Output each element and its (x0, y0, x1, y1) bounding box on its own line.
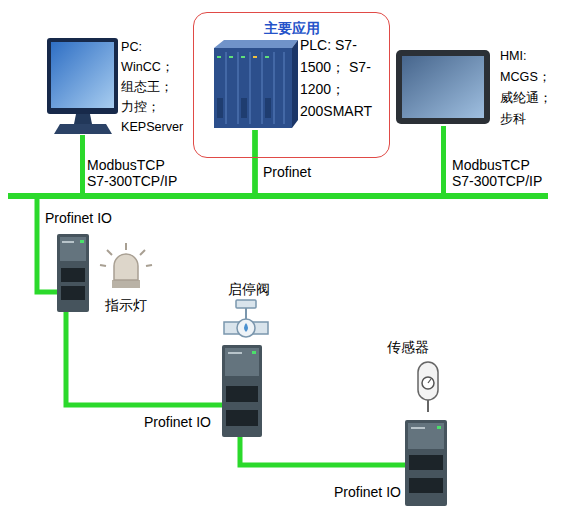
pc-monitor (47, 38, 118, 134)
valve-icon (245, 308, 247, 319)
io-module (61, 286, 85, 300)
sensor-icon (418, 362, 438, 400)
plc-cabinet (241, 98, 247, 118)
indicator-lamp (112, 280, 140, 288)
io-module (252, 351, 256, 354)
edge-label: Profinet IO (44, 210, 113, 226)
hmi-panel (396, 50, 490, 124)
io-module (225, 348, 259, 376)
edge-label: ModbusTCP S7-300TCP/IP (451, 157, 553, 189)
node-text: HMI: MCGS； 威纶通； 步科 (500, 46, 560, 130)
plc-cabinet (253, 56, 257, 58)
io-module (57, 234, 89, 312)
io-module: 指示灯 (57, 234, 89, 312)
indicator-lamp (140, 250, 145, 255)
sensor-icon (428, 379, 431, 383)
pc-monitor (74, 114, 92, 124)
io-module (57, 234, 89, 312)
indicator-lamp (100, 243, 152, 288)
io-module (409, 478, 443, 493)
io-module (411, 427, 425, 429)
io-module (222, 345, 262, 437)
edge-label: Profinet IO (333, 484, 402, 500)
io-module (80, 240, 84, 243)
indicator-lamp (114, 254, 138, 280)
indicator-lamp (100, 265, 106, 266)
valve-icon (224, 300, 268, 337)
pc-monitor (51, 42, 114, 108)
valve-icon (244, 323, 248, 332)
io-module (228, 352, 242, 354)
pc-device: PC: WinCC； 组态王； 力控； KEPServer (45, 35, 120, 135)
network-link (37, 130, 255, 292)
hmi-panel (402, 56, 484, 118)
protocol-label: Profinet (262, 164, 312, 180)
hmi-device: HMI: MCGS； 威纶通； 步科 (395, 48, 492, 126)
edge-label: ModbusTCP S7-300TCP/IP (86, 157, 188, 189)
io-module (226, 386, 258, 402)
io-module (405, 420, 447, 506)
io-module (408, 423, 444, 449)
pc-monitor (54, 124, 112, 134)
plc-cabinet (274, 52, 275, 124)
edge-label: Profinet IO (143, 414, 212, 430)
plc-cabinet (217, 98, 223, 118)
io-module (62, 241, 74, 243)
node-text: 主要应用 (194, 18, 389, 38)
plc-cabinet (292, 40, 298, 128)
io-module (60, 237, 86, 261)
io-module: 传感器 (405, 420, 447, 506)
io-module (61, 268, 85, 282)
plc-cabinet (229, 56, 233, 58)
valve-icon (237, 319, 255, 337)
pc-monitor (47, 38, 118, 114)
plc-device: PLC: S7-1500； S7-1200； 200SMART (213, 38, 297, 130)
plc-cabinet (214, 48, 292, 128)
io-module (222, 345, 262, 437)
indicator-lamp (125, 243, 127, 250)
plc-cabinet (238, 52, 239, 124)
io-module: 启停阀 (222, 345, 262, 437)
io-module (409, 455, 443, 470)
valve-icon (236, 300, 256, 308)
hmi-panel (396, 50, 490, 124)
node-text: PLC: S7-1500； S7-1200； 200SMART (300, 34, 384, 122)
group-box: 主要应用PLC: S7-1500； S7-1200； 200SMART (193, 12, 390, 158)
plc-cabinet (241, 56, 245, 58)
plc-cabinet (265, 98, 271, 118)
node-text: 启停阀 (228, 279, 270, 299)
indicator-lamp (107, 250, 112, 255)
io-module (226, 410, 258, 426)
network-link (66, 312, 222, 405)
plc-cabinet (214, 40, 298, 128)
plc-cabinet (214, 40, 298, 48)
network-link (83, 130, 256, 196)
plc-cabinet (284, 52, 285, 124)
network-link (255, 126, 444, 196)
plc-cabinet (262, 52, 263, 124)
plc-cabinet (226, 52, 227, 124)
io-module (437, 426, 441, 429)
sensor-icon (427, 400, 429, 412)
sensor-icon (418, 362, 438, 412)
node-text: PC: WinCC； 组态王； 力控； KEPServer (121, 37, 197, 137)
plc-cabinet (265, 56, 269, 58)
plc-cabinet (250, 52, 251, 124)
io-module (405, 420, 447, 506)
network-link (240, 437, 405, 465)
plc-cabinet (217, 56, 221, 58)
sensor-icon (422, 377, 434, 389)
node-text: 指示灯 (105, 295, 147, 315)
indicator-lamp (146, 265, 152, 266)
node-text: 传感器 (387, 337, 429, 357)
